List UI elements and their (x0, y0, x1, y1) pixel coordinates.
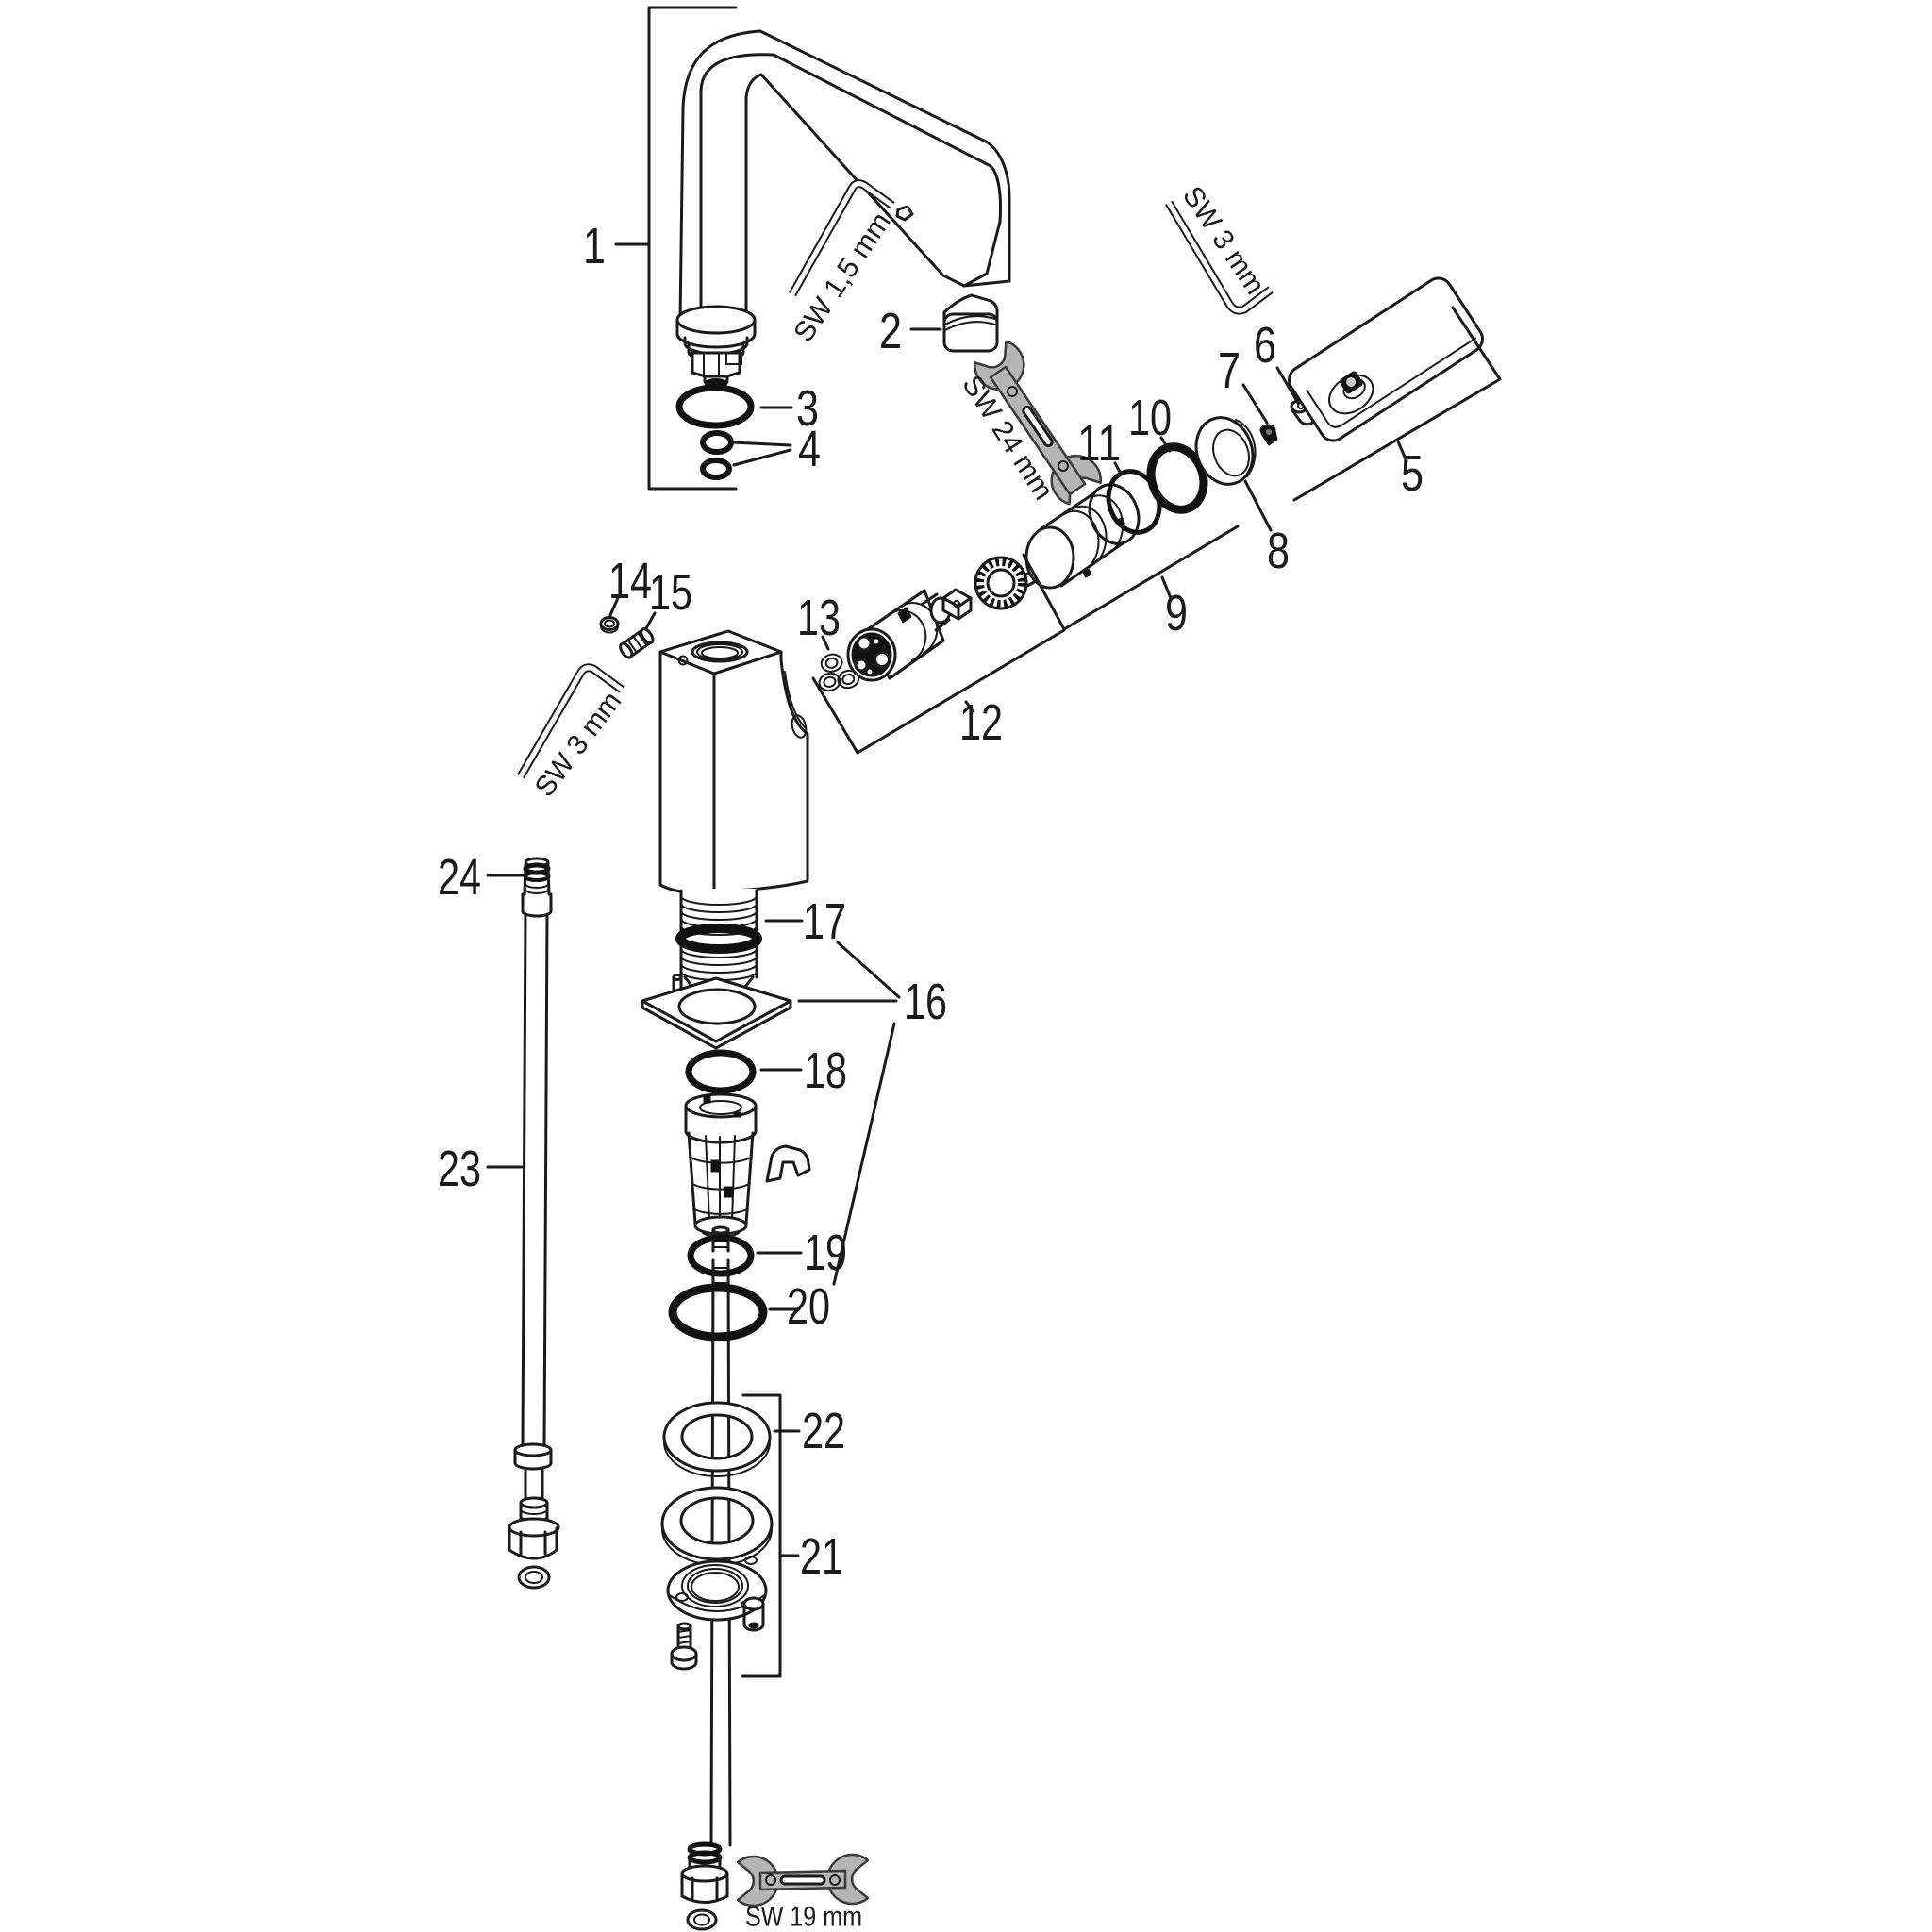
allen-key-3-left-icon (517, 663, 625, 779)
part-label-6: 6 (1254, 317, 1276, 374)
part-label-13: 13 (797, 590, 841, 646)
part-label-23: 23 (438, 1141, 481, 1197)
part-label-18: 18 (804, 1042, 847, 1099)
part-label-5: 5 (1401, 445, 1424, 502)
part-label-4: 4 (798, 421, 821, 477)
part-label-12: 12 (959, 694, 1003, 751)
bracket-part-5 (1292, 306, 1502, 502)
part-label-15: 15 (649, 564, 692, 621)
leader-part-7 (1241, 383, 1269, 425)
part-label-3: 3 (796, 380, 819, 437)
part-label-14: 14 (608, 553, 652, 609)
wrench-24-icon (974, 340, 1102, 506)
leader-part-12 (964, 700, 974, 713)
part-1-spout (675, 29, 1011, 388)
cage-clip (765, 1144, 811, 1183)
part-15-screw (619, 627, 655, 659)
part-22-washer (662, 1401, 772, 1477)
part-23-24-supply-hose (508, 857, 560, 1590)
part-2-aerator-cap (942, 293, 999, 353)
leader-part-8 (1243, 479, 1273, 532)
part-21-flange-set (660, 1486, 774, 1671)
part-17-threaded-shank (675, 889, 762, 993)
part-label-20: 20 (787, 1278, 830, 1335)
part-8-cover-ring (1194, 416, 1257, 486)
leader-lines (486, 242, 1408, 1557)
leader-part-13 (821, 635, 830, 651)
part-4-o-rings (700, 430, 734, 480)
part-label-22: 22 (802, 1403, 845, 1459)
leader-part-14 (608, 596, 620, 617)
part-label-24: 24 (438, 849, 481, 906)
part-12-cartridge (846, 588, 973, 682)
bracket-part-21 (741, 1393, 782, 1678)
leader-part-15 (644, 611, 657, 630)
part-7-grub-screw (1259, 424, 1278, 446)
leader-part-5 (1396, 440, 1408, 463)
part-18-o-ring (685, 1049, 757, 1094)
leader-part-10 (1159, 436, 1172, 453)
part-5-handle (1288, 276, 1484, 442)
part-label-1: 1 (583, 218, 606, 275)
part-label-7: 7 (1218, 342, 1241, 399)
part-label-10: 10 (1128, 390, 1172, 446)
part-label-11: 11 (1077, 415, 1121, 472)
part-16-base-plate (641, 974, 792, 1050)
bracket-part-12 (811, 628, 1066, 755)
leader-part-6 (1275, 366, 1300, 405)
wrench-19-icon (736, 1853, 870, 1907)
faucet-body (658, 629, 809, 894)
tool-label-wrench-19: SW 19 mm (745, 1902, 862, 1932)
leader-part-11 (1113, 461, 1123, 475)
part-19-o-ring (687, 1225, 755, 1277)
part-20-o-ring (668, 1283, 768, 1341)
part-label-19: 19 (804, 1224, 847, 1281)
part-label-16: 16 (904, 974, 947, 1030)
part-label-2: 2 (879, 303, 902, 359)
bracket-lines (647, 6, 1502, 1678)
bracket-part-1 (647, 6, 738, 491)
part-14-ring (599, 616, 620, 634)
allen-key-1-5-icon (789, 179, 914, 297)
leader-part-16 (832, 1022, 896, 1286)
part-label-21: 21 (800, 1528, 843, 1585)
part-label-17: 17 (803, 893, 846, 950)
part-label-9: 9 (1165, 585, 1188, 641)
allen-key-3-right-icon (1165, 200, 1274, 315)
leader-part-4 (730, 441, 792, 447)
leader-part-16 (836, 941, 901, 999)
part-13-seal-set (818, 653, 860, 692)
leader-part-4 (732, 448, 792, 467)
part-label-8: 8 (1267, 523, 1290, 579)
leader-part-9 (1160, 575, 1173, 600)
part-3-o-ring (675, 384, 755, 429)
part-16-mounting-cage (684, 1092, 811, 1238)
